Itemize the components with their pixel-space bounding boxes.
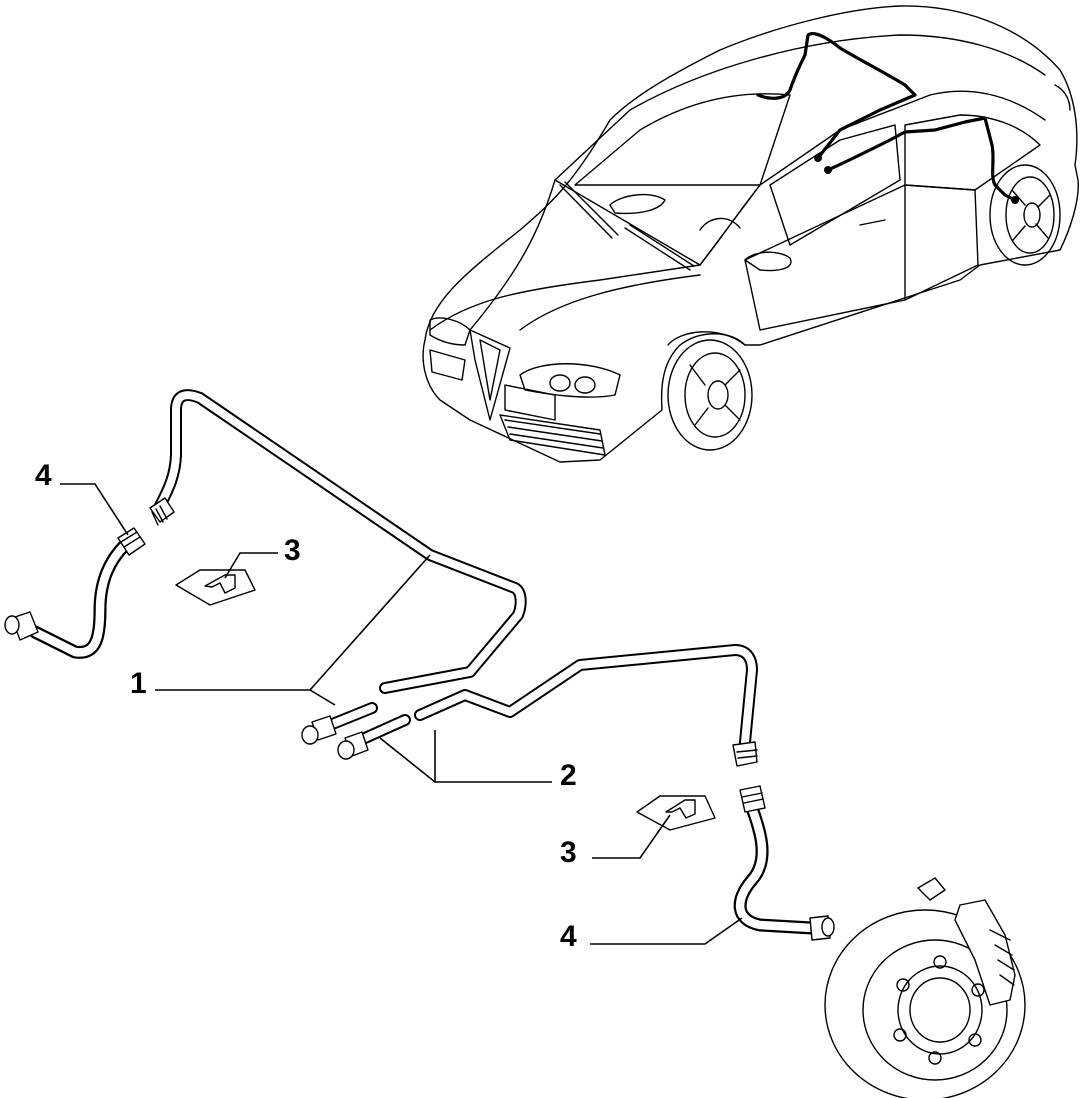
callout-label-3-upper: 3 — [284, 534, 301, 567]
callout-3-upper: 3 — [224, 534, 301, 579]
clip-3-lower — [636, 795, 716, 831]
clip-3-upper — [175, 569, 256, 606]
callout-1: 1 — [130, 554, 431, 706]
callout-4-upper: 4 — [35, 459, 129, 536]
car-illustration — [422, 5, 1079, 463]
brake-pipe-1 — [149, 389, 527, 745]
callout-2: 2 — [379, 730, 577, 792]
brake-hose-4-upper — [4, 527, 146, 659]
brake-hose-4-lower — [733, 785, 835, 941]
callout-label-4-upper: 4 — [35, 459, 52, 492]
brake-pipe-2 — [337, 644, 758, 767]
callout-label-4-lower: 4 — [560, 920, 577, 953]
callout-label-2: 2 — [560, 759, 577, 792]
callout-3-lower: 3 — [560, 814, 671, 869]
callout-label-3-lower: 3 — [560, 836, 577, 869]
callout-4-lower: 4 — [560, 917, 743, 953]
callout-label-1: 1 — [130, 667, 147, 700]
brake-disc — [824, 877, 1026, 1098]
